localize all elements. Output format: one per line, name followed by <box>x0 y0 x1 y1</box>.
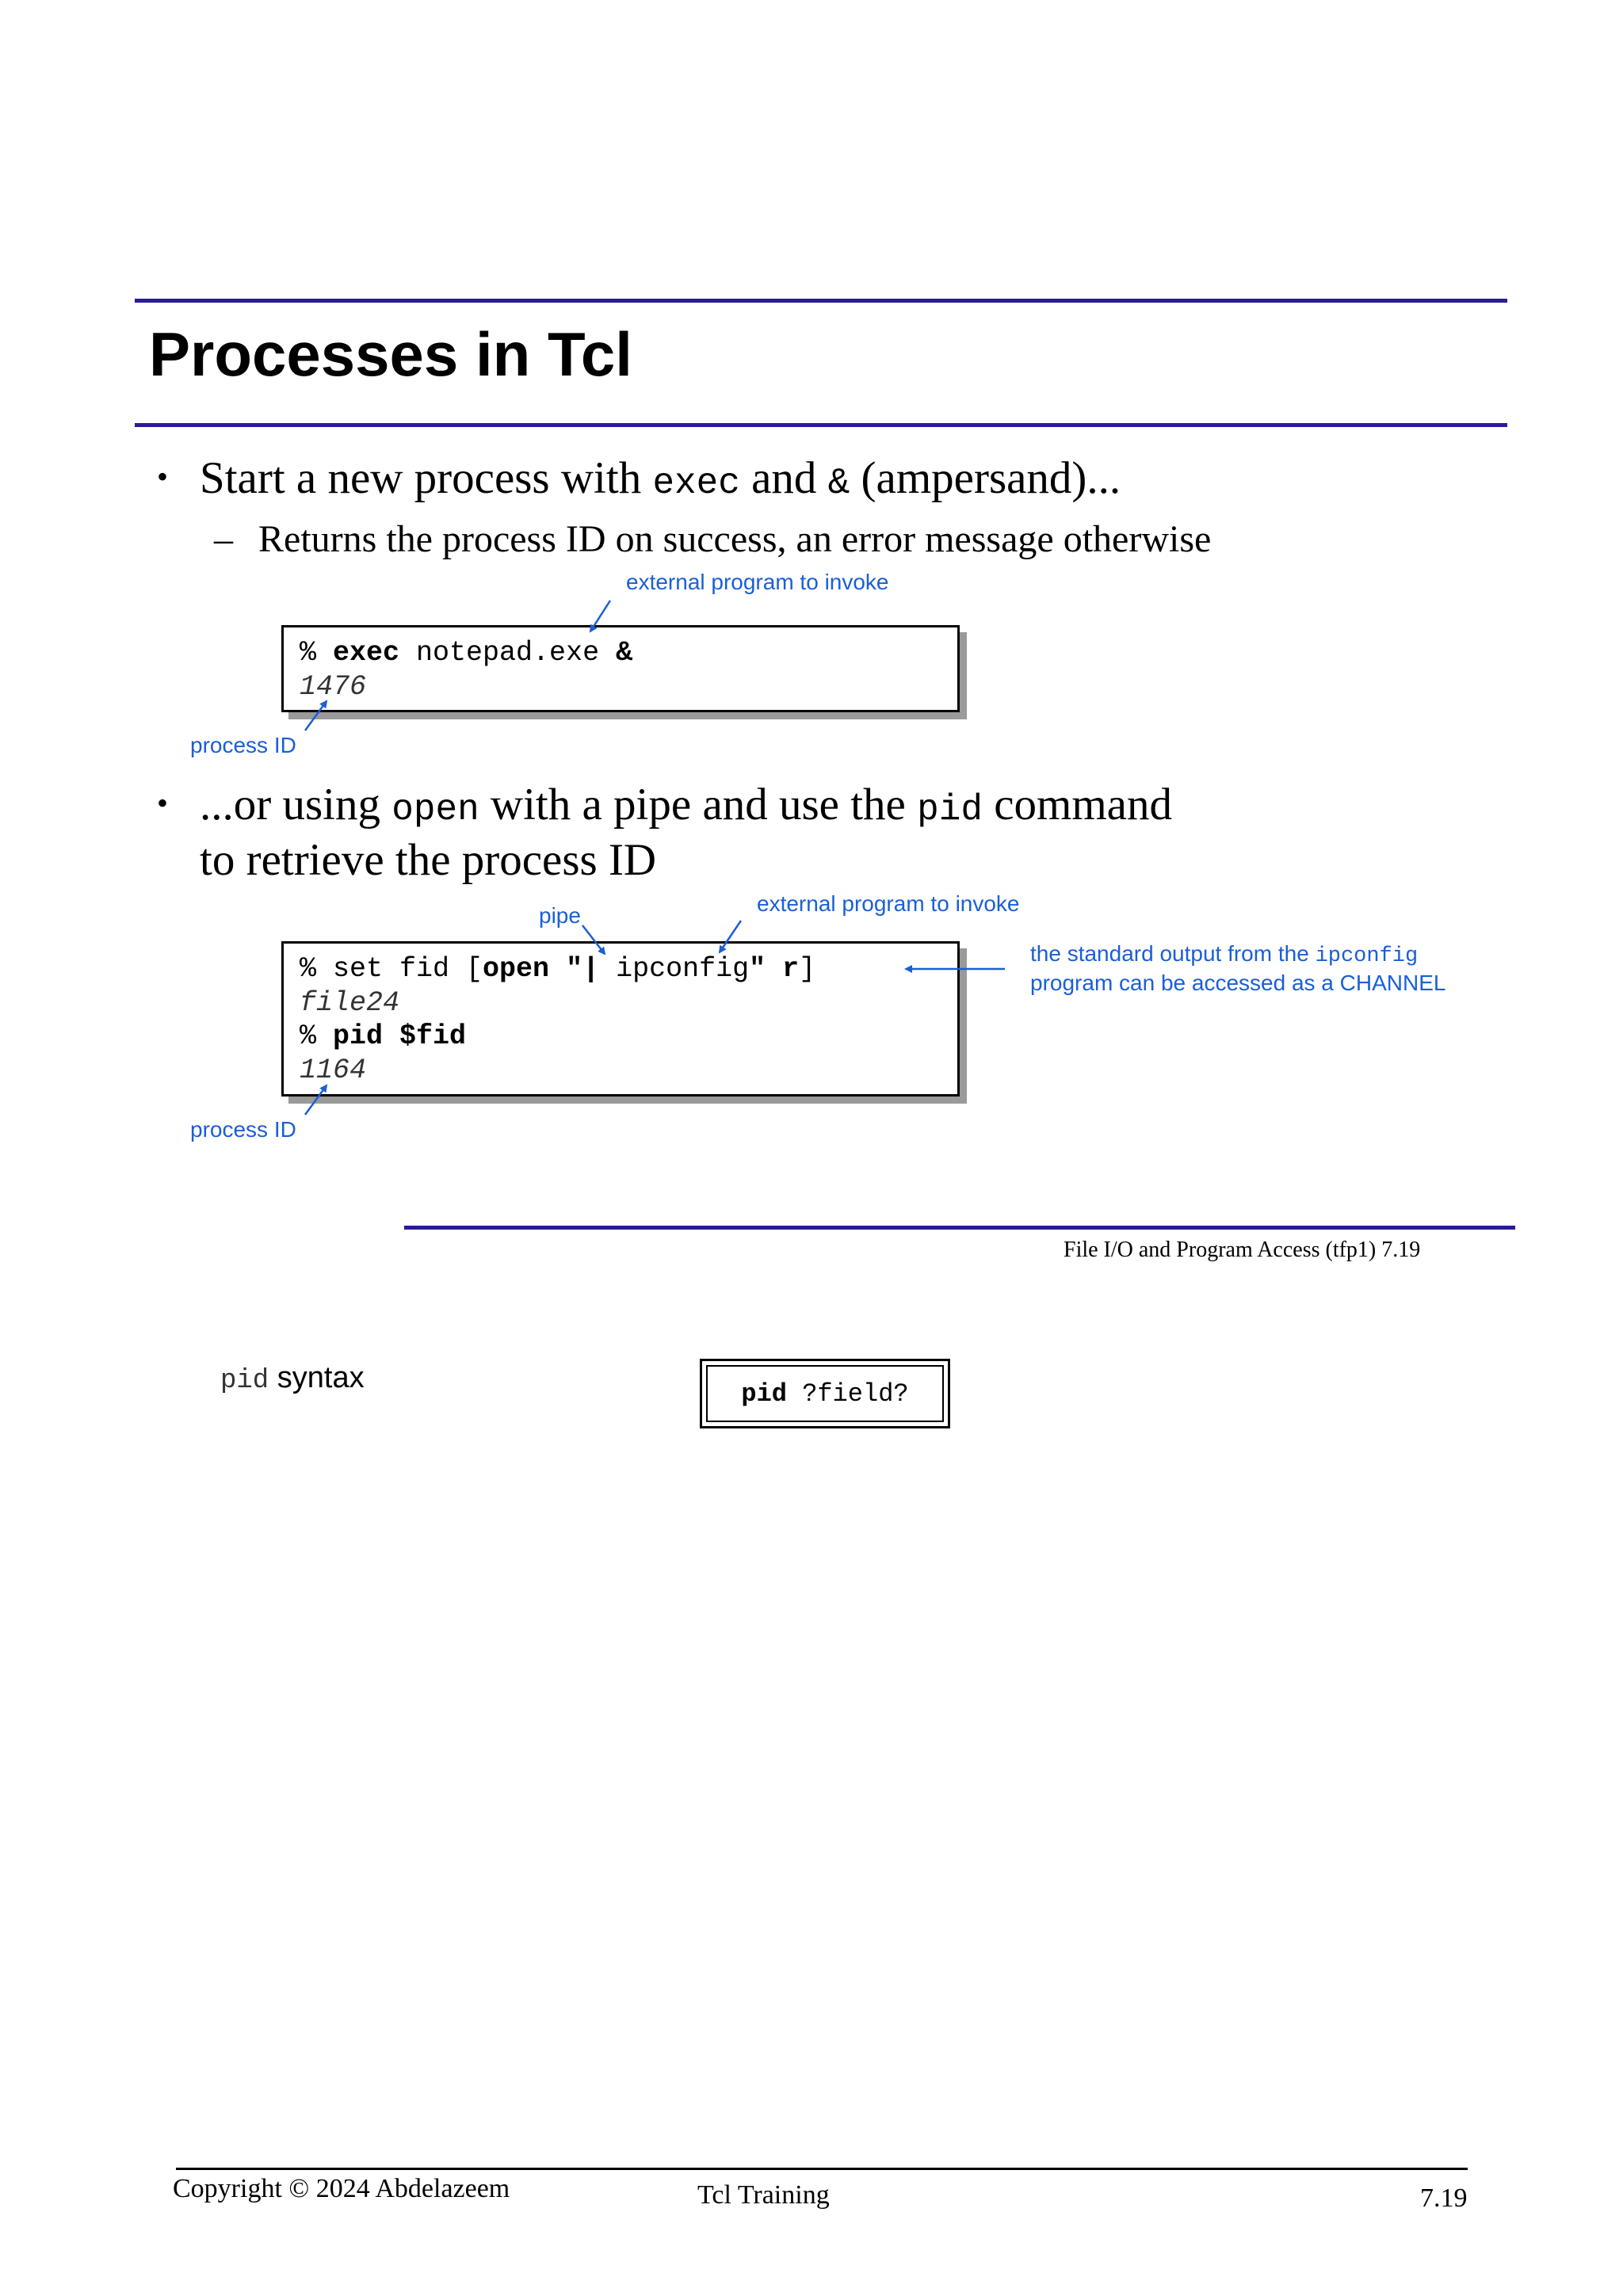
ipconfig-arg: ipconfig <box>599 953 750 985</box>
code-line-set-fid: % set fid [open "| ipconfig" r] <box>300 955 815 983</box>
arrow-to-pipe <box>582 925 606 955</box>
code-ampersand: & <box>827 463 850 504</box>
syntax-arg: ?field? <box>786 1379 909 1409</box>
page-number: 7.19 <box>1420 2183 1468 2213</box>
course-title: Tcl Training <box>697 2180 830 2210</box>
syntax-code-pid: pid <box>220 1366 269 1396</box>
annotation-pipe: pipe <box>539 903 581 928</box>
code-ipconfig: ipconfig <box>1315 944 1419 968</box>
title-bottom-rule <box>135 423 1507 427</box>
close-quote: " <box>749 953 766 985</box>
exec-args: notepad.exe <box>399 637 617 669</box>
syntax-text: syntax <box>269 1361 365 1394</box>
close-bracket: ] <box>799 953 816 985</box>
annotation-process-id-1: process ID <box>190 733 296 757</box>
sub-bullet-dash: – <box>214 518 233 560</box>
pid-command: pid $fid <box>333 1020 467 1052</box>
bullet-2-text-a: ...or using <box>200 780 392 830</box>
sub-bullet-1: Returns the process ID on success, an er… <box>258 518 1212 560</box>
code-box-exec: % exec notepad.exe & 1476 <box>281 625 960 712</box>
set-fid-prefix: % set fid [ <box>300 953 483 985</box>
arrow-to-notepad <box>589 600 612 633</box>
prompt: % <box>300 637 334 669</box>
slide-footer: File I/O and Program Access (tfp1) 7.19 <box>1064 1238 1421 1262</box>
bullet-marker: • <box>157 459 169 494</box>
code-open: open <box>391 789 479 830</box>
bullet-1-text-a: Start a new process with <box>200 453 653 503</box>
std-output-text: the standard output from the <box>1030 941 1316 966</box>
code-output-pid-2: 1164 <box>300 1055 367 1086</box>
read-mode: r <box>766 953 800 985</box>
code-line-exec: % exec notepad.exe & <box>300 639 632 667</box>
annotation-process-id-2: process ID <box>190 1117 296 1142</box>
bullet-1-text-b: and <box>739 453 828 503</box>
open-keyword: open <box>483 953 550 985</box>
ampersand: & <box>616 637 633 669</box>
annotation-standard-output: the standard output from the ipconfig <box>1030 943 1418 967</box>
bullet-2-text-b: with a pipe and use the <box>479 780 918 830</box>
slide-title: Processes in Tcl <box>149 319 632 389</box>
title-top-rule <box>135 299 1507 303</box>
code-output-pid: 1476 <box>300 671 367 703</box>
code-line-pid: % pid $fid <box>300 1023 466 1051</box>
code-pid: pid <box>917 789 983 830</box>
arrow-to-pid-1 <box>304 700 328 731</box>
code-output-file24: file24 <box>300 987 400 1019</box>
code-box-pipe: % set fid [open "| ipconfig" r] file24 %… <box>281 941 960 1097</box>
syntax-box-inner: pid ?field? <box>706 1365 944 1422</box>
annotation-channel: program can be accessed as a CHANNEL <box>1030 971 1446 995</box>
code-exec: exec <box>652 463 740 504</box>
annotation-external-program-1: external program to invoke <box>626 570 889 594</box>
exec-keyword: exec <box>333 637 400 669</box>
arrow-to-pid-2 <box>304 1084 328 1116</box>
bullet-2: ...or using open with a pipe and use the… <box>200 776 1172 833</box>
bullet-1-text-c: (ampersand)... <box>850 453 1121 503</box>
page-footer-rule <box>176 2168 1468 2170</box>
prompt: % <box>300 1020 334 1052</box>
pipe-char: "| <box>549 953 600 985</box>
bullet-marker: • <box>157 785 169 821</box>
syntax-cmd: pid <box>741 1379 787 1409</box>
bullet-2-text-c: command <box>982 780 1172 830</box>
arrow-to-ipconfig <box>718 920 743 954</box>
bullet-1: Start a new process with exec and & (amp… <box>200 450 1121 507</box>
bullet-2-line-2: to retrieve the process ID <box>200 835 657 885</box>
slide-footer-rule <box>404 1226 1515 1230</box>
copyright: Copyright © 2024 Abdelazeem <box>173 2174 510 2203</box>
syntax-box: pid ?field? <box>700 1359 950 1428</box>
syntax-label: pid syntax <box>220 1361 365 1396</box>
annotation-external-program-2: external program to invoke <box>757 891 1020 916</box>
